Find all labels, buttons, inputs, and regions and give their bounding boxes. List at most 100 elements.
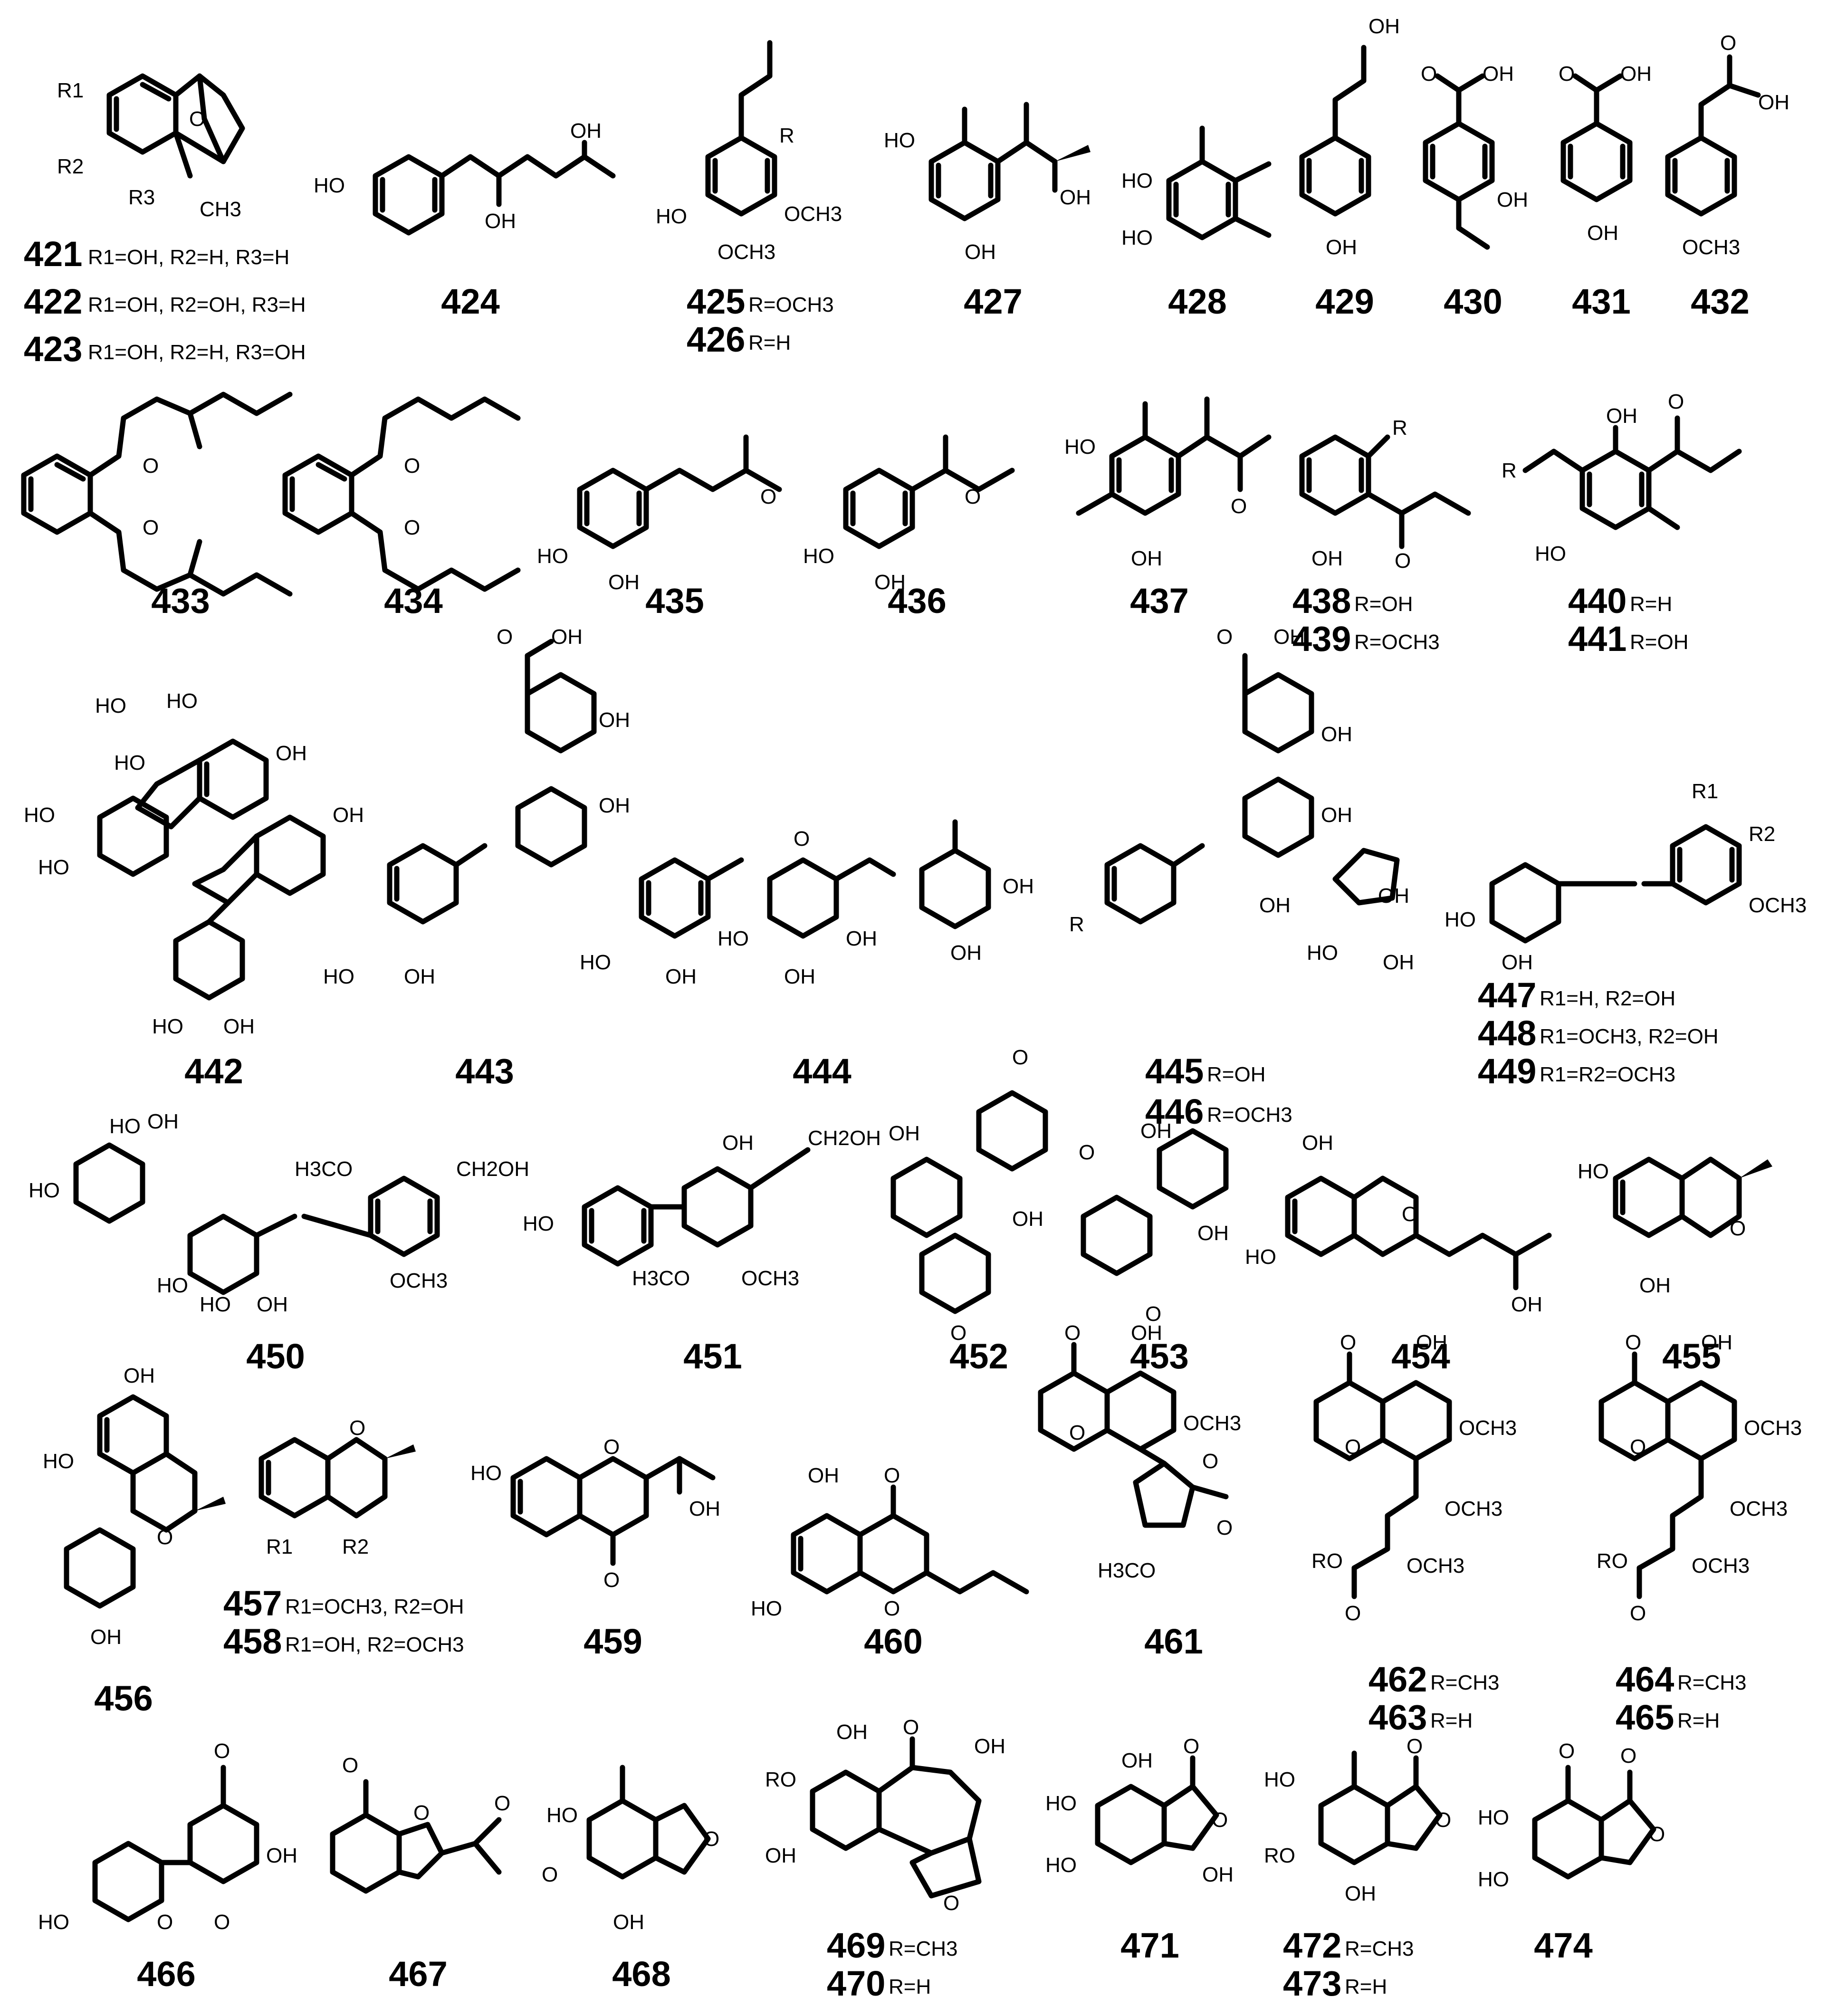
atom-ho: HO: [523, 1212, 554, 1235]
atom-ho-3: HO: [95, 694, 126, 717]
atom-o: O: [214, 1739, 230, 1763]
structure-430: O OH OH: [1421, 62, 1528, 250]
structure-445-446: O OH OH OH OH R: [1069, 625, 1352, 936]
atom-o-2: O: [1630, 1435, 1646, 1459]
atom-r: R: [779, 124, 794, 147]
atom-ho: HO: [1045, 1792, 1077, 1815]
atom-oh: OH: [1639, 1274, 1671, 1297]
label-429: 429: [1315, 282, 1374, 321]
atom-och3-2: OCH3: [1445, 1497, 1502, 1520]
structure-425-426: R HO OCH3 OCH3: [656, 40, 842, 264]
structure-447-449: R1 R2 OCH3 OH HO HO OH OH: [1307, 780, 1807, 974]
label-442: 442: [184, 1051, 243, 1091]
label-434: 434: [384, 581, 442, 621]
sub-446: R=OCH3: [1207, 1103, 1292, 1127]
atom-och3: OCH3: [390, 1269, 448, 1292]
atom-r2: R2: [57, 155, 84, 178]
label-423: 423: [24, 329, 82, 369]
label-461: 461: [1144, 1622, 1203, 1661]
sub-423: R1=OH, R2=H, R3=OH: [88, 341, 306, 364]
atom-o: O: [342, 1754, 358, 1777]
label-471: 471: [1120, 1926, 1179, 1965]
atom-h3co: H3CO: [295, 1157, 353, 1181]
label-447: 447: [1478, 975, 1536, 1015]
structure-452: OH OH O O: [889, 1046, 1048, 1345]
atom-ho: HO: [656, 205, 687, 228]
atom-o: O: [157, 1526, 173, 1549]
atom-ho-3: HO: [157, 1274, 188, 1297]
structure-442: HO HO HO OH OH HO HO HO OH: [24, 689, 364, 1038]
atom-r2: R2: [342, 1535, 369, 1558]
atom-r: R: [1392, 416, 1407, 440]
sub-438: R=OH: [1354, 592, 1413, 616]
atom-ho: HO: [1264, 1768, 1295, 1791]
atom-o-3: O: [1345, 1602, 1361, 1625]
atom-r2: R2: [1749, 822, 1775, 846]
atom-o-3: O: [494, 1792, 510, 1815]
atom-o: O: [1340, 1331, 1356, 1354]
atom-oh-2: OH: [784, 965, 815, 988]
structure-461: O OH OCH3 O O O H3CO: [1038, 1321, 1241, 1582]
label-437: 437: [1130, 581, 1188, 621]
atom-oh: OH: [965, 240, 996, 264]
sub-447: R1=H, R2=OH: [1540, 987, 1675, 1010]
atom-o: O: [542, 1863, 558, 1886]
sub-472: R=CH3: [1345, 1937, 1414, 1960]
atom-oh-2: OH: [333, 803, 364, 827]
atom-oh-4: OH: [1259, 894, 1291, 917]
label-474: 474: [1534, 1926, 1592, 1965]
atom-o-4: O: [1216, 1516, 1233, 1539]
atom-oh-3: OH: [1502, 951, 1533, 974]
atom-ho: HO: [537, 545, 568, 568]
label-446: 446: [1145, 1092, 1204, 1131]
atom-oh-3: OH: [599, 794, 630, 817]
structure-467: O O O: [330, 1754, 510, 1894]
atom-ho-2: HO: [1478, 1868, 1509, 1891]
atom-oh: OH: [689, 1497, 720, 1520]
atom-oh: OH: [1378, 884, 1409, 908]
structure-424: HO OH OH: [314, 119, 616, 236]
label-458: 458: [223, 1622, 282, 1661]
atom-o-2: O: [1069, 1421, 1085, 1444]
structure-457-458: O R1 R2: [258, 1416, 416, 1558]
structure-455: HO OH O: [1578, 1156, 1772, 1297]
atom-ho: HO: [1535, 542, 1566, 565]
atom-o-2: O: [157, 1911, 173, 1934]
atom-r: R: [1502, 459, 1517, 482]
atom-o: O: [143, 454, 159, 478]
atom-ho-2: HO: [109, 1115, 141, 1138]
label-448: 448: [1478, 1013, 1536, 1053]
label-430: 430: [1444, 282, 1502, 321]
label-439: 439: [1292, 619, 1351, 659]
label-457: 457: [223, 1584, 282, 1623]
label-452: 452: [949, 1337, 1008, 1376]
sub-439: R=OCH3: [1354, 631, 1440, 654]
atom-oh-2: OH: [1587, 221, 1618, 245]
atom-r1: R1: [266, 1535, 293, 1558]
atom-oh-3: OH: [765, 1844, 796, 1867]
atom-oh-2: OH: [1326, 236, 1357, 259]
atom-o-2: O: [943, 1892, 959, 1915]
structure-433: O O: [21, 392, 293, 597]
atom-oh-2: OH: [257, 1293, 288, 1316]
atom-ch3: CH3: [200, 198, 241, 221]
atom-o: O: [794, 827, 810, 850]
atom-och3: OCH3: [1459, 1416, 1517, 1440]
structure-460: OH O HO O: [751, 1464, 1029, 1620]
atom-ho: HO: [323, 965, 354, 988]
sub-449: R1=R2=OCH3: [1540, 1063, 1675, 1086]
atom-oh-2: OH: [1511, 1293, 1542, 1316]
sub-465: R=H: [1677, 1709, 1720, 1732]
atom-ho: HO: [1064, 435, 1096, 459]
atom-ho: HO: [751, 1597, 782, 1620]
atom-oh: OH: [1701, 1331, 1732, 1354]
atom-oh-4: OH: [950, 941, 982, 965]
atom-oh: OH: [613, 1911, 644, 1934]
atom-oh: OH: [665, 965, 697, 988]
atom-ho: HO: [166, 689, 198, 713]
label-425: 425: [687, 282, 745, 321]
atom-oh: OH: [1620, 62, 1652, 86]
label-454: 454: [1391, 1337, 1450, 1376]
sub-463: R=H: [1430, 1709, 1473, 1732]
atom-oh: OH: [1606, 404, 1637, 428]
